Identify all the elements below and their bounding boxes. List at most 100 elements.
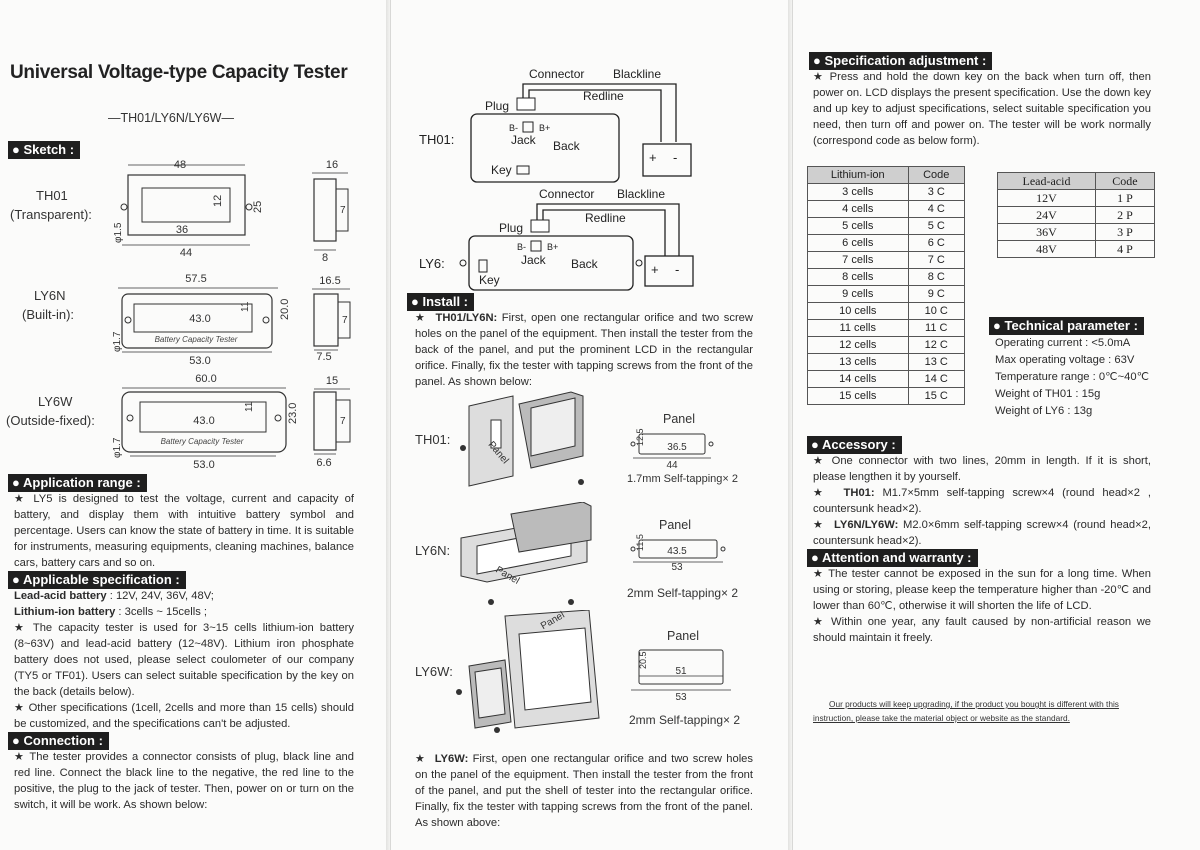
bullet-icon: ● <box>811 437 819 452</box>
th01-side-bottom: 8 <box>322 252 328 264</box>
bullet-icon: ● <box>12 572 20 587</box>
redline-label: Redline <box>583 89 624 103</box>
bullet-icon: ● <box>12 142 20 157</box>
tech-weight-th01: Weight of TH01 : 15g <box>995 388 1101 400</box>
key-label: Key <box>491 163 512 177</box>
spec-adjust-section-header: ● Specification adjustment : <box>809 52 993 70</box>
battery-plus: + <box>651 262 659 277</box>
ly6w-sketch: 60.0 43.0 11 Battery Capacity Tester 23.… <box>112 373 351 471</box>
applicable-text-2: ★ Other specifications (1cell, 2cells an… <box>14 702 354 730</box>
plug-label: Plug <box>499 221 523 235</box>
right-panel: ● Specification adjustment : ★ Press and… <box>792 0 1200 850</box>
ly6w-cutout-outer: 53 <box>675 692 687 703</box>
application-text: ★ LY5 is designed to test the voltage, c… <box>14 493 354 569</box>
lead-type-cell: 48V <box>997 240 1096 258</box>
ly6w-hole: φ1.7 <box>112 437 123 458</box>
connector-label: Connector <box>539 187 594 201</box>
li-type-cell: 11 cells <box>807 319 909 337</box>
ly6w-side-depth: 7 <box>340 416 346 427</box>
li-code-cell: 4 C <box>907 200 966 218</box>
ly6w-side-width: 15 <box>326 375 338 387</box>
b-plus-label: B+ <box>539 123 550 133</box>
accessory-text: ★ One connector with two lines, 20mm in … <box>813 455 1151 547</box>
th01-wiring-label: TH01: <box>419 132 454 147</box>
footer-note: Our products will keep upgrading, if the… <box>813 697 1163 725</box>
th01-cutout-height: 12.5 <box>635 428 645 446</box>
install-ly6w-label: LY6W: <box>434 753 469 765</box>
th01-cutout-outer: 44 <box>666 460 678 471</box>
blackline-label: Blackline <box>617 187 665 201</box>
ly6n-sketch: 57.5 43.0 11 Battery Capacity Tester 20.… <box>112 273 351 367</box>
install-ly6w-text: ★ LY6W: First, open one rectangular orif… <box>415 753 753 829</box>
ly6n-cutout-drawing: 11.5 43.5 53 <box>630 534 726 573</box>
ly6n-hole: φ1.7 <box>112 331 123 352</box>
ly6w-screw-note: 2mm Self-tapping× 2 <box>629 713 741 727</box>
ly6w-sub: (Outside-fixed): <box>6 413 95 428</box>
accessory-th01-label: TH01: <box>843 487 875 499</box>
install-th01-model: TH01: <box>415 432 451 447</box>
document-title: Universal Voltage-type Capacity Tester <box>10 62 348 83</box>
bullet-icon: ● <box>12 733 20 748</box>
connector-label: Connector <box>529 67 584 81</box>
li-type-cell: 3 cells <box>807 183 909 201</box>
redline-label: Redline <box>585 211 626 225</box>
ly6w-cutout-drawing: 20.5 51 53 <box>631 649 731 703</box>
ly6w-side-bottom: 6.6 <box>316 457 331 469</box>
li-type-cell: 15 cells <box>807 387 909 405</box>
applicable-text: Lead-acid battery : 12V, 24V, 36V, 48V; … <box>14 588 354 732</box>
attention-text-2: ★ Within one year, any fault caused by n… <box>813 616 1151 644</box>
ly6n-bottom-width: 53.0 <box>189 355 210 367</box>
li-type-cell: 6 cells <box>807 234 909 252</box>
ly6n-screen-text: Battery Capacity Tester <box>155 335 238 344</box>
footer-line-1: Our products will keep upgrading, if the… <box>829 699 1119 709</box>
li-code-cell: 8 C <box>907 268 966 286</box>
th01-install-illustration: Panel <box>460 391 584 487</box>
th01-screw-note: 1.7mm Self-tapping× 2 <box>627 473 738 485</box>
ly6w-inner-height: 11 <box>244 401 255 412</box>
ly6n-side-bottom: 7.5 <box>316 351 331 363</box>
li-header-type: Lithium-ion <box>807 166 909 184</box>
ly6n-cutout-height: 11.5 <box>635 534 645 551</box>
tech-weight-ly6: Weight of LY6 : 13g <box>995 405 1093 417</box>
install-th01-label: TH01/LY6N: <box>435 312 498 324</box>
ly6w-cutout-height: 20.5 <box>638 651 648 669</box>
ly6w-panel-caption: Panel <box>667 629 699 643</box>
ly6n-label: LY6N <box>34 288 66 303</box>
li-code-cell: 10 C <box>907 302 966 320</box>
lead-header-type: Lead-acid <box>997 172 1096 190</box>
jack-label: Jack <box>511 133 537 147</box>
ly6n-side-depth: 7 <box>342 315 348 326</box>
connection-section-header: ● Connection : <box>8 732 109 750</box>
li-header-code: Code <box>907 166 966 184</box>
th01-cutout-inner: 36.5 <box>667 442 687 453</box>
ly6n-height: 20.0 <box>279 299 291 320</box>
bullet-icon: ● <box>411 294 419 309</box>
ly6w-width-label: 60.0 <box>195 373 216 385</box>
battery-minus: - <box>675 262 679 277</box>
ly6n-panel-caption: Panel <box>659 518 691 532</box>
ly6w-label: LY6W <box>38 394 73 409</box>
ly6n-inner-width: 43.0 <box>189 313 210 325</box>
lead-code-cell: 1 P <box>1094 189 1156 207</box>
tech-temperature: Temperature range : 0℃~40℃ <box>995 371 1150 383</box>
tech-max-voltage: Max operating voltage : 63V <box>995 354 1135 366</box>
bullet-icon: ● <box>12 475 20 490</box>
blackline-label: Blackline <box>613 67 661 81</box>
li-type-cell: 10 cells <box>807 302 909 320</box>
ly6n-cutout-inner: 43.5 <box>667 546 687 557</box>
bullet-icon: ● <box>811 550 819 565</box>
install-ly6n-model: LY6N: <box>415 543 451 558</box>
accessory-th01-text: M1.7×5mm self-tapping screw×4 (round hea… <box>813 487 1151 515</box>
lead-acid-label: Lead-acid battery <box>14 590 107 602</box>
attention-text: ★ The tester cannot be exposed in the su… <box>813 566 1151 646</box>
accessory-ly-label: LY6N/LY6W: <box>834 519 899 531</box>
ly6n-width-label: 57.5 <box>185 273 206 285</box>
